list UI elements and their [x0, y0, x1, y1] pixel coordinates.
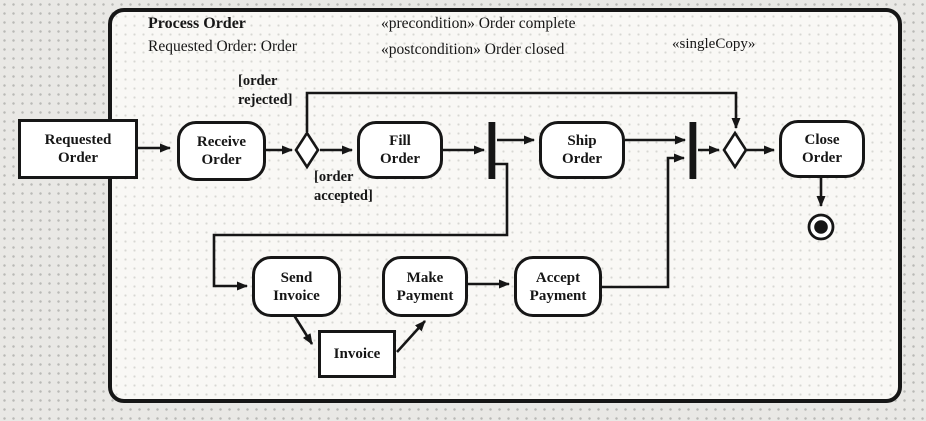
activity-parameter: Requested Order: Order [148, 38, 297, 55]
guard-order-rejected: [order rejected] [238, 73, 293, 109]
activity-node-send-invoice: Send Invoice [252, 256, 341, 317]
object-node-invoice: Invoice [318, 330, 396, 378]
singlecopy-label: «singleCopy» [672, 36, 756, 52]
postcondition-label: «postcondition» Order closed [381, 41, 565, 58]
activity-node-ship-order: Ship Order [539, 121, 625, 179]
activity-node-fill-order: Fill Order [357, 121, 443, 179]
activity-node-accept-payment: Accept Payment [514, 256, 602, 317]
activity-frame [108, 8, 902, 403]
precondition-label: «precondition» Order complete [381, 15, 576, 32]
object-node-requested-order: Requested Order [18, 119, 138, 179]
activity-node-make-payment: Make Payment [382, 256, 468, 317]
diagram-title: Process Order [148, 15, 246, 32]
activity-node-receive-order: Receive Order [177, 121, 266, 181]
activity-node-close-order: Close Order [779, 120, 865, 178]
